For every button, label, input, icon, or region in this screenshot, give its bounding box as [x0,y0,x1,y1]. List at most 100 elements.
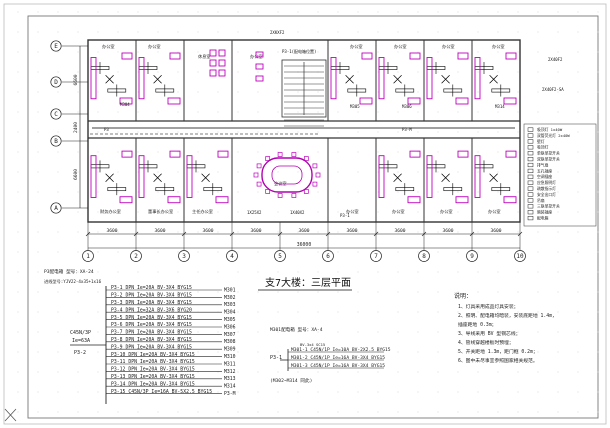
grid-dot [317,231,319,233]
grid-dot [177,211,179,213]
grid-dot [357,191,359,193]
grid-dot [257,391,259,393]
legend-item: 空调插座 [537,174,552,179]
grid-dot [177,151,179,153]
circuit-destination: M308 [224,339,236,345]
grid-dot [177,391,179,393]
bay-dimension: 3600 [298,228,309,234]
grid-dot [497,351,499,353]
grid-dot [497,291,499,293]
grid-dot [517,11,519,13]
grid-dot [97,251,99,253]
grid-dot [157,251,159,253]
grid-dot [337,111,339,113]
grid-dot [537,311,539,313]
grid-dot [77,151,79,153]
grid-dot [577,371,579,373]
grid-dot [57,331,59,333]
grid-dot [297,91,299,93]
plan-callout: 1X25X2 [247,210,262,215]
grid-dot [157,211,159,213]
grid-dot [57,251,59,253]
grid-dot [397,111,399,113]
sanitary-fixture [218,69,226,77]
grid-dot [577,231,579,233]
grid-dot [437,131,439,133]
grid-dot [397,311,399,313]
circuit-destination: M310 [224,354,236,360]
grid-dot [457,231,459,233]
grid-dot [377,11,379,13]
grid-dot [177,91,179,93]
bay-dimension: 3600 [442,228,453,234]
grid-dot [177,51,179,53]
grid-dot [517,51,519,53]
grid-dot [397,351,399,353]
grid-dot [357,171,359,173]
grid-dot [517,391,519,393]
grid-dot [297,371,299,373]
sanitary-fixture [255,75,264,82]
grid-dot [597,131,599,133]
panel-header-2: 进线型号:YJV22-4x35+1x16 [44,278,102,285]
grid-dot [457,111,459,113]
grid-dot [77,171,79,173]
grid-dot [457,211,459,213]
grid-dot [397,371,399,373]
grid-dot [597,291,599,293]
grid-dot [397,171,399,173]
plan-callout: P3-1 [340,213,350,218]
grid-dot [17,251,19,253]
grid-dot [557,51,559,53]
grid-dot [77,311,79,313]
grid-dot [117,411,119,413]
plan-callout: P3 [104,127,109,132]
grid-dot [297,151,299,153]
desk [409,150,421,158]
grid-dot [417,151,419,153]
grid-dot [317,391,319,393]
grid-dot [17,211,19,213]
grid-dot [397,271,399,273]
ceiling-fan [345,75,354,84]
grid-dot [557,151,559,153]
circuit-destination: M306 [224,324,236,330]
circuit-text: P3-11 DPN Ie=20A BV-3X4 BYG15 [111,359,195,365]
note-line: 4、管线穿越楼板时预埋； [458,339,514,346]
grid-dot [117,391,119,393]
grid-dot [237,11,239,13]
grid-dot [457,11,459,13]
grid-dot [597,31,599,33]
grid-dot [297,211,299,213]
circuit-text: P3-5 DPN Ie=20A BV-3X4 BYG15 [111,315,192,321]
grid-dot [117,251,119,253]
grid-dot [277,411,279,413]
grid-dot [237,51,239,53]
grid-dot [217,291,219,293]
grid-dot [397,131,399,133]
grid-dot [217,91,219,93]
axis-label: 3 [182,253,186,260]
grid-dot [197,231,199,233]
bay-dimension: 3600 [154,228,165,234]
grid-dot [217,351,219,353]
grid-dot [37,91,39,93]
legend-item: 吸顶灯 1x40W [537,127,563,132]
grid-dot [297,51,299,53]
chair [265,189,271,194]
grid-dot [317,11,319,13]
grid-dot [97,151,99,153]
grid-dot [437,371,439,373]
room-label: 办公室 [492,43,505,50]
grid-dot [397,291,399,293]
grid-dot [237,251,239,253]
grid-dot [577,71,579,73]
axis-label: 10 [516,253,524,260]
panel-small-header: M301配电箱 型号：XA-4 [270,326,323,333]
grid-dot [457,411,459,413]
legend-symbol [527,192,534,197]
grid-dot [337,311,339,313]
grid-dot [357,371,359,373]
grid-dot [297,131,299,133]
